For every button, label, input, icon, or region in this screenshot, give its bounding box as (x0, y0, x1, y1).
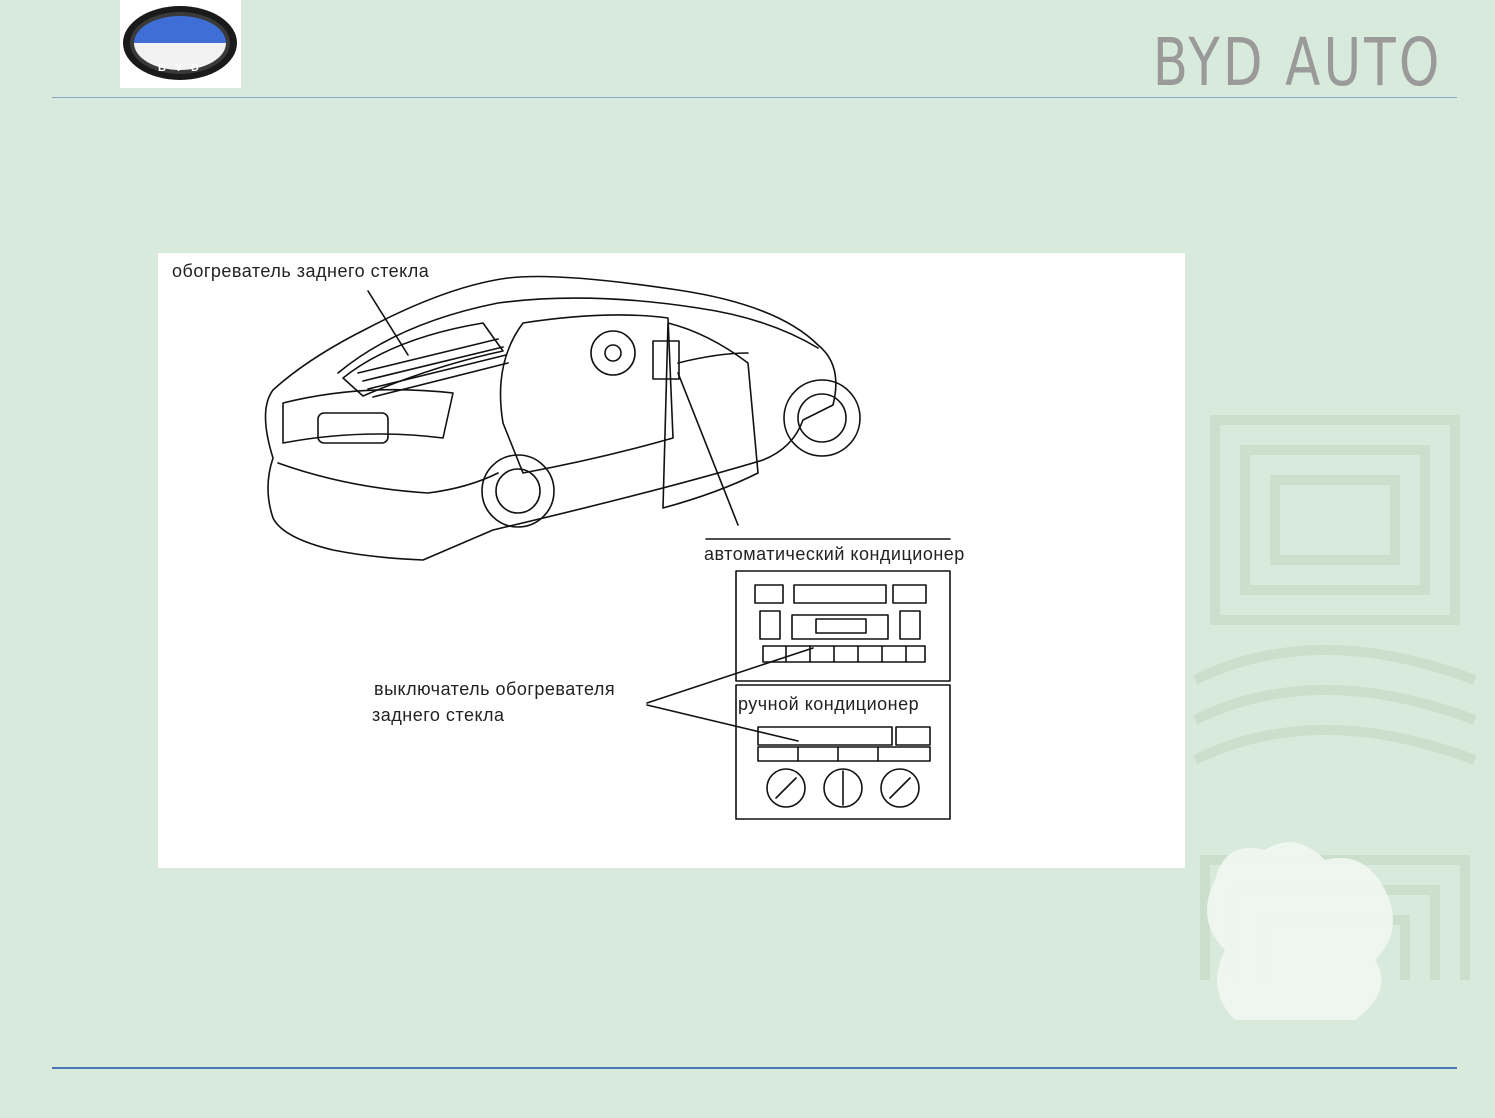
front-door (662, 322, 759, 509)
rear-bumper (277, 462, 499, 494)
car-diagram (264, 275, 951, 820)
footer-divider (52, 1067, 1457, 1069)
rear-wheel (481, 454, 555, 528)
white-lion-figure (1207, 842, 1393, 1020)
brand-title: BYD AUTO (1153, 24, 1443, 101)
label-manual-ac: ручной кондиционер (738, 694, 920, 714)
trunk-lid (282, 388, 454, 444)
label-switch-line1: выключатель обогревателя (374, 679, 616, 699)
leader-line-ac (677, 372, 739, 526)
temp-knob (766, 768, 806, 808)
label-switch-line2: заднего стекла (372, 705, 505, 725)
leader-line-switch-manual (646, 704, 799, 742)
auto-ac-panel (735, 570, 951, 682)
license-plate (317, 412, 389, 444)
decorative-pattern (1192, 415, 1477, 1020)
header-divider (52, 97, 1457, 98)
label-auto-ac: автоматический кондиционер (704, 544, 965, 564)
diagram-panel: обогреватель заднего стекла автоматическ… (158, 253, 1185, 868)
svg-text:B Y D: B Y D (158, 62, 202, 74)
center-console (652, 340, 680, 380)
byd-logo-emblem: B Y D (123, 6, 237, 80)
car-roof (337, 297, 819, 374)
byd-logo: B Y D (120, 0, 241, 88)
rear-door (499, 314, 674, 474)
steering-wheel (590, 330, 636, 376)
label-rear-defroster: обогреватель заднего стекла (172, 261, 430, 281)
fan-knob (823, 768, 863, 808)
front-wheel (783, 379, 861, 457)
leader-line-defroster (367, 290, 409, 356)
manual-ac-panel (735, 684, 951, 820)
mode-knob (880, 768, 920, 808)
car-body (264, 275, 837, 561)
